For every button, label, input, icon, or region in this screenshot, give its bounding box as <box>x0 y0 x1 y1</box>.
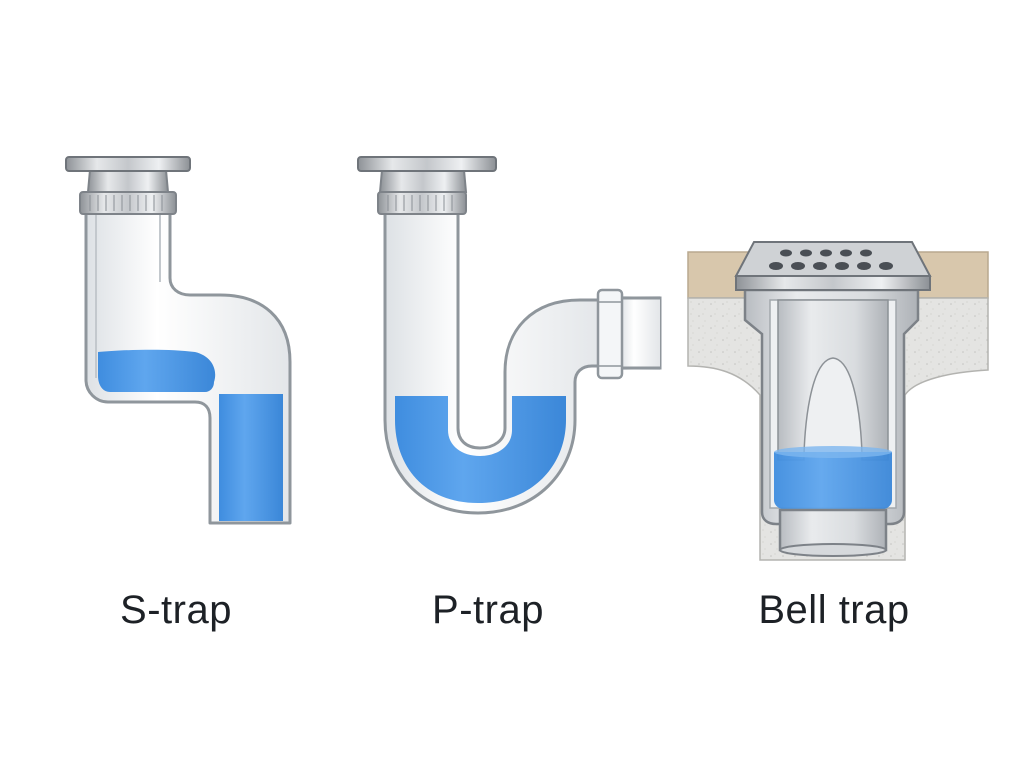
p-trap-label: P-trap <box>432 588 544 632</box>
bell-trap-figure <box>687 241 989 561</box>
s-trap-water-seal <box>98 349 216 392</box>
p-trap-tailpiece <box>378 169 468 193</box>
s-trap-figure <box>65 156 292 525</box>
bell-trap-grate-holes <box>769 249 893 270</box>
s-trap-drain-flange <box>65 156 191 172</box>
p-trap-slip-nut <box>596 288 624 380</box>
s-trap-water-outlet <box>219 394 283 521</box>
bell-trap-label: Bell trap <box>758 588 910 632</box>
s-trap-tailpiece <box>86 169 170 193</box>
p-trap-figure <box>357 156 662 515</box>
p-trap-collar <box>377 191 467 215</box>
s-trap-label: S-trap <box>120 588 232 632</box>
bell-trap-water-seal <box>774 452 892 510</box>
p-trap-water-seal <box>395 396 566 503</box>
bell-trap-grate-frame <box>734 241 932 277</box>
p-trap-drain-flange <box>357 156 497 172</box>
